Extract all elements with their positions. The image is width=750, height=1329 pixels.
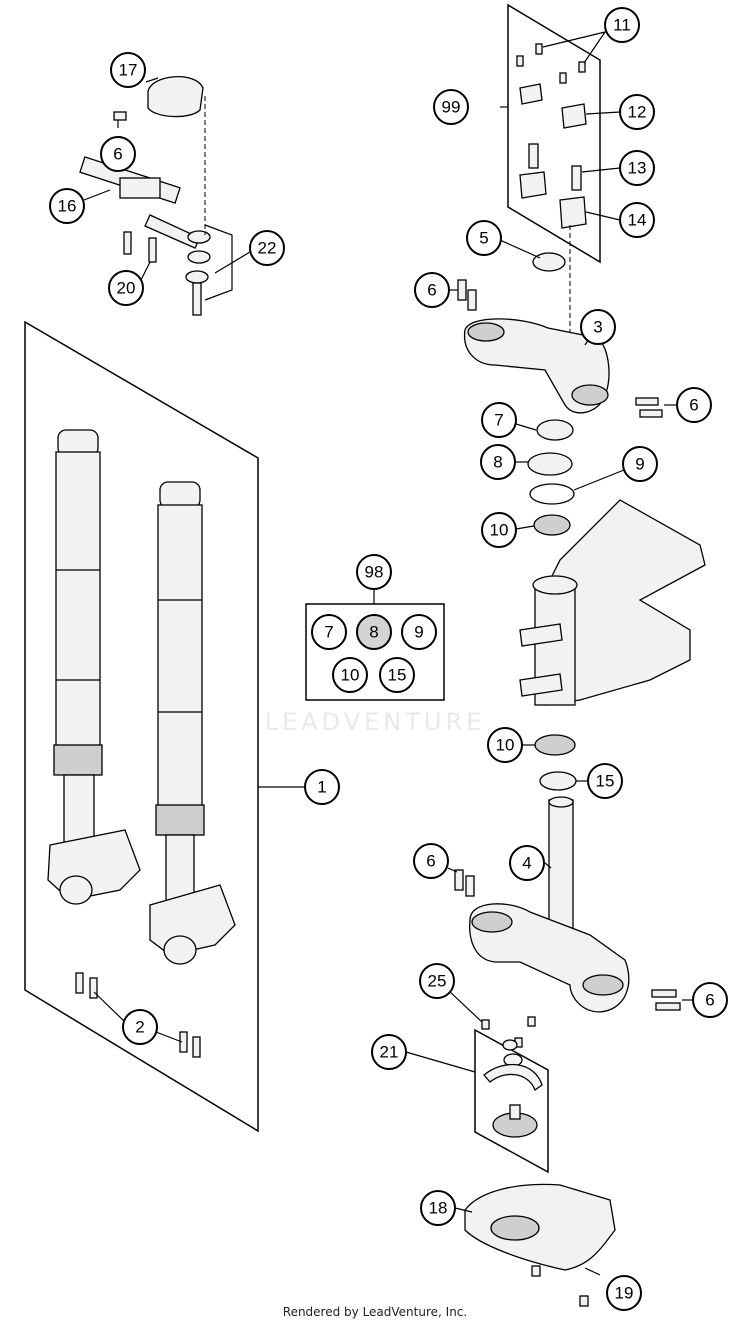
svg-text:18: 18 [429, 1199, 448, 1218]
left-fork-leg [47, 429, 141, 905]
callout-2: 2 [122, 1009, 158, 1045]
svg-text:6: 6 [113, 145, 122, 164]
kit-98-item-8: 8 [356, 614, 392, 650]
svg-text:12: 12 [628, 103, 647, 122]
callout-19: 19 [606, 1275, 642, 1311]
callout-22: 22 [249, 230, 285, 266]
svg-text:13: 13 [628, 159, 647, 178]
svg-text:9: 9 [414, 623, 423, 642]
upper-bearing-nut [536, 419, 574, 441]
kit-98-item-7: 7 [311, 614, 347, 650]
callout-12: 12 [619, 94, 655, 130]
callout-18: 18 [420, 1190, 456, 1226]
svg-text:9: 9 [635, 455, 644, 474]
upper-bearing [533, 514, 571, 536]
svg-text:17: 17 [119, 61, 138, 80]
callout-99: 99 [433, 89, 469, 125]
callout-6-upper-right: 6 [676, 387, 712, 423]
callout-16: 16 [49, 188, 85, 224]
callout-17: 17 [110, 52, 146, 88]
svg-text:25: 25 [428, 972, 447, 991]
callout-6-lower-left: 6 [413, 843, 449, 879]
lower-skid-plate [464, 1183, 616, 1271]
callout-10-lower: 10 [487, 727, 523, 763]
lower-bearing [534, 734, 576, 756]
svg-text:10: 10 [341, 666, 360, 685]
lower-triple-clamp [469, 796, 630, 1013]
svg-text:7: 7 [324, 623, 333, 642]
callout-15: 15 [587, 763, 623, 799]
right-fork-leg [149, 481, 236, 965]
watermark-text: LEADVENTURE [264, 708, 486, 736]
svg-text:6: 6 [689, 396, 698, 415]
kit-98-item-10: 10 [332, 657, 368, 693]
callout-4: 4 [509, 845, 545, 881]
sensor-kit-parts [483, 1039, 543, 1138]
svg-text:3: 3 [593, 318, 602, 337]
callout-98: 98 [356, 554, 392, 590]
svg-text:99: 99 [442, 98, 461, 117]
callout-20: 20 [108, 270, 144, 306]
dust-seal [527, 452, 573, 476]
footer-credit: Rendered by LeadVenture, Inc. [282, 1305, 468, 1319]
callout-8: 8 [480, 444, 516, 480]
callout-13: 13 [619, 150, 655, 186]
o-ring [529, 483, 575, 505]
svg-text:5: 5 [479, 229, 488, 248]
callout-1: 1 [304, 769, 340, 805]
svg-text:7: 7 [494, 411, 503, 430]
sensor-kit-frame [474, 1028, 549, 1174]
lower-seal [539, 771, 577, 791]
frame-steering-head [519, 499, 706, 706]
callout-21: 21 [371, 1034, 407, 1070]
svg-text:20: 20 [117, 279, 136, 298]
svg-text:2: 2 [135, 1018, 144, 1037]
svg-text:21: 21 [380, 1043, 399, 1062]
bracket-kit-parts [516, 43, 587, 229]
callout-11: 11 [604, 7, 640, 43]
svg-text:15: 15 [596, 772, 615, 791]
callout-6-lower-right: 6 [692, 982, 728, 1018]
callout-25: 25 [419, 963, 455, 999]
svg-text:15: 15 [388, 666, 407, 685]
svg-text:8: 8 [493, 453, 502, 472]
steering-damper [79, 76, 211, 316]
svg-text:6: 6 [427, 281, 436, 300]
svg-text:4: 4 [522, 854, 531, 873]
svg-text:6: 6 [426, 852, 435, 871]
svg-text:8: 8 [369, 623, 378, 642]
fork-bolts [75, 972, 201, 1058]
svg-text:1: 1 [317, 778, 326, 797]
kit-98-item-15: 15 [379, 657, 415, 693]
svg-text:6: 6 [705, 991, 714, 1010]
svg-text:19: 19 [615, 1284, 634, 1303]
callout-7: 7 [481, 402, 517, 438]
svg-text:14: 14 [628, 211, 647, 230]
svg-text:16: 16 [58, 197, 77, 216]
callout-5: 5 [466, 220, 502, 256]
svg-text:22: 22 [258, 239, 277, 258]
steering-cap-nut [532, 252, 566, 272]
callout-9: 9 [622, 446, 658, 482]
svg-text:10: 10 [490, 521, 509, 540]
callout-6-upper-left: 6 [414, 272, 450, 308]
callout-3: 3 [580, 309, 616, 345]
callout-14: 14 [619, 202, 655, 238]
svg-text:11: 11 [613, 16, 631, 35]
kit-98-item-9: 9 [401, 614, 437, 650]
svg-text:98: 98 [365, 563, 384, 582]
callout-6-damper: 6 [100, 136, 136, 172]
svg-text:10: 10 [496, 736, 515, 755]
callout-10-upper: 10 [481, 512, 517, 548]
